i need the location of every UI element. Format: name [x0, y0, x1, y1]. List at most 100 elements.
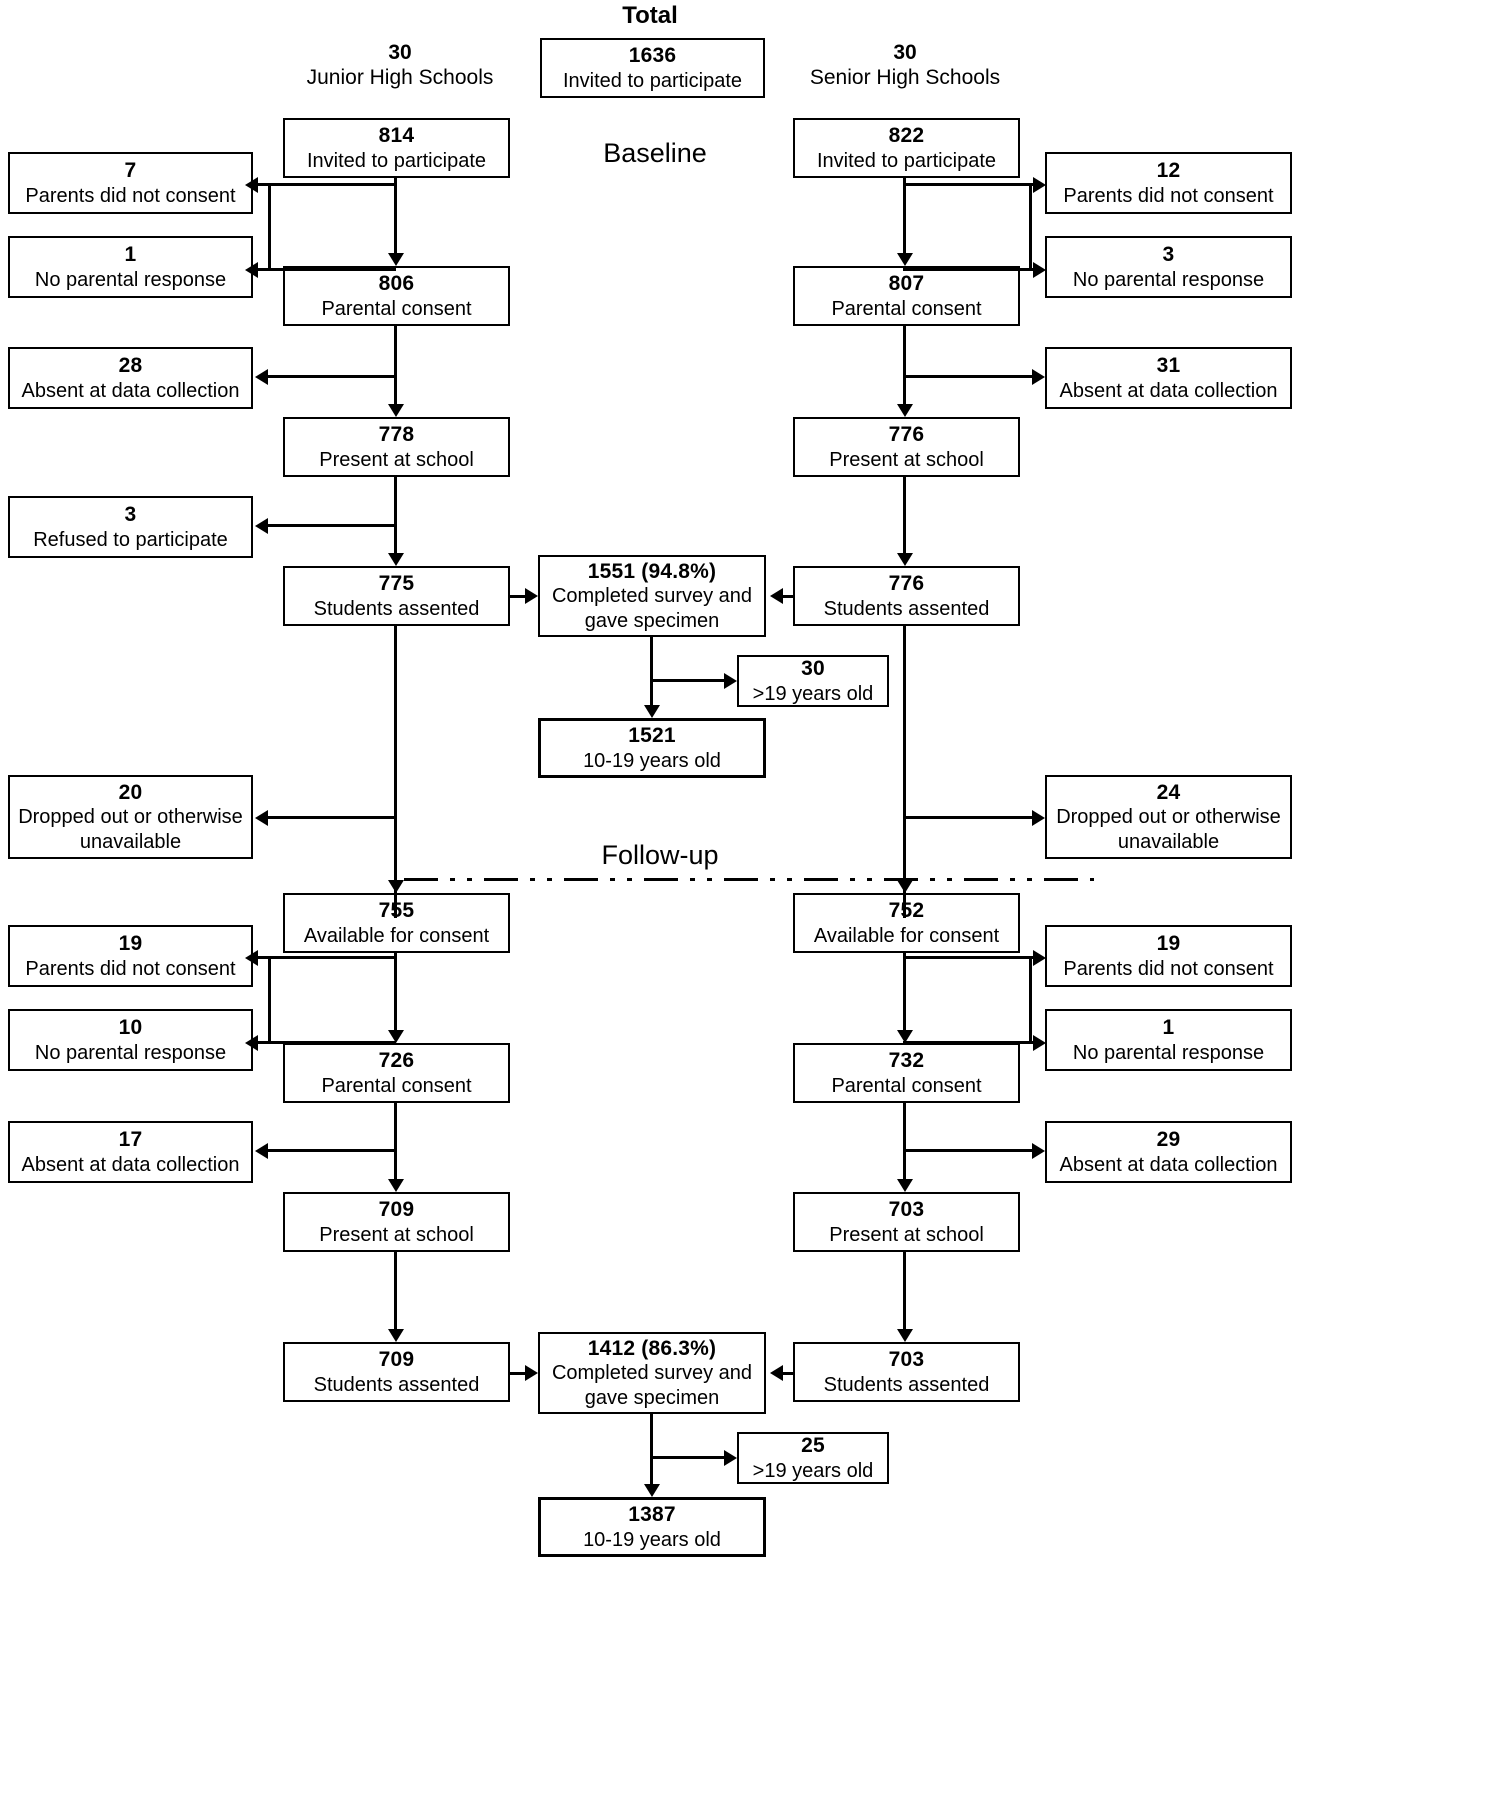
arrow — [255, 369, 268, 385]
arrow — [388, 1030, 404, 1043]
label: Present at school — [319, 1223, 474, 1246]
arrow — [770, 1365, 783, 1381]
label: Parental consent — [831, 297, 982, 320]
conn — [650, 679, 727, 682]
baseline-senior-consent-box: 807 Parental consent — [793, 266, 1020, 326]
label: Dropped out or otherwise unavailable — [1056, 806, 1281, 853]
baseline-junior-excl-absent-box: 28 Absent at data collection — [8, 347, 253, 409]
baseline-senior-excl-no-consent-box: 12 Parents did not consent — [1045, 152, 1292, 214]
label: Invited to participate — [307, 149, 486, 172]
arrow — [245, 950, 258, 966]
count: 12 — [1156, 159, 1181, 182]
label: No parental response — [34, 1041, 227, 1064]
baseline-over19-box: 30 >19 years old — [737, 655, 889, 707]
arrow — [897, 1329, 913, 1342]
conn — [903, 178, 906, 253]
followup-junior-excl-no-consent-box: 19 Parents did not consent — [8, 925, 253, 987]
label: Refused to participate — [33, 528, 228, 551]
conn — [394, 953, 397, 1030]
arrow — [388, 880, 404, 893]
arrow — [897, 553, 913, 566]
followup-junior-present-box: 709 Present at school — [283, 1192, 510, 1252]
followup-senior-consent-box: 732 Parental consent — [793, 1043, 1020, 1103]
arrow — [388, 404, 404, 417]
junior-school-count: 30 — [388, 41, 412, 64]
label: Parents did not consent — [1063, 184, 1274, 207]
label: Absent at data collection — [1059, 1153, 1278, 1176]
conn — [903, 953, 906, 1030]
dropout-senior-box: 24 Dropped out or otherwise unavailable — [1045, 775, 1292, 859]
count: 28 — [118, 354, 143, 377]
count: 703 — [888, 1198, 925, 1221]
arrow — [255, 518, 268, 534]
label: Completed survey and gave specimen — [551, 585, 753, 632]
arrow — [1032, 1143, 1045, 1159]
arrow — [1032, 369, 1045, 385]
count: 778 — [378, 423, 415, 446]
followup-junior-excl-absent-box: 17 Absent at data collection — [8, 1121, 253, 1183]
baseline-senior-excl-absent-box: 31 Absent at data collection — [1045, 347, 1292, 409]
conn — [510, 1372, 535, 1375]
conn — [394, 326, 397, 404]
arrow — [255, 810, 268, 826]
baseline-junior-consent-box: 806 Parental consent — [283, 266, 510, 326]
label: No parental response — [34, 268, 227, 291]
count: 822 — [888, 124, 925, 147]
arrow — [245, 1035, 258, 1051]
label: Present at school — [829, 448, 984, 471]
baseline-senior-excl-no-response-box: 3 No parental response — [1045, 236, 1292, 298]
total-invited-box: 1636 Invited to participate — [540, 38, 765, 98]
senior-school-title: Senior High Schools — [809, 66, 1001, 90]
conn — [268, 268, 396, 271]
count: 1412 (86.3%) — [587, 1336, 717, 1360]
count: 776 — [888, 572, 925, 595]
count: 17 — [118, 1128, 143, 1151]
conn — [268, 183, 396, 186]
label: Parents did not consent — [25, 957, 236, 980]
baseline-junior-invited-box: 814 Invited to participate — [283, 118, 510, 178]
conn — [903, 326, 906, 404]
arrow — [1033, 1035, 1046, 1051]
arrow — [525, 1365, 538, 1381]
conn — [268, 956, 396, 959]
baseline-senior-present-box: 776 Present at school — [793, 417, 1020, 477]
conn — [903, 268, 1031, 271]
arrow — [644, 705, 660, 718]
label: Available for consent — [303, 924, 490, 947]
count: 1 — [1162, 1016, 1175, 1039]
conn — [268, 1041, 396, 1044]
count: 19 — [118, 932, 143, 955]
followup-senior-excl-no-consent-box: 19 Parents did not consent — [1045, 925, 1292, 987]
conn — [903, 1252, 906, 1329]
count: 7 — [124, 159, 137, 182]
followup-junior-excl-no-response-box: 10 No parental response — [8, 1009, 253, 1071]
conn — [394, 178, 397, 253]
conn — [903, 1149, 1034, 1152]
arrow — [245, 262, 258, 278]
followup-completed-box: 1412 (86.3%) Completed survey and gave s… — [538, 1332, 766, 1414]
arrow — [1033, 950, 1046, 966]
count: 776 — [888, 423, 925, 446]
count: 709 — [378, 1198, 415, 1221]
count: 703 — [888, 1348, 925, 1371]
conn — [1029, 183, 1032, 271]
baseline-senior-invited-box: 822 Invited to participate — [793, 118, 1020, 178]
label: >19 years old — [752, 1459, 874, 1482]
count: 814 — [378, 124, 415, 147]
label: Absent at data collection — [1059, 379, 1278, 402]
conn — [903, 956, 1031, 959]
label: Present at school — [319, 448, 474, 471]
followup-over19-box: 25 >19 years old — [737, 1432, 889, 1484]
conn — [782, 595, 793, 598]
conn — [650, 1414, 653, 1484]
conn — [903, 375, 1034, 378]
conn — [256, 1041, 270, 1044]
conn — [510, 595, 535, 598]
conn — [903, 1041, 1031, 1044]
conn — [256, 268, 270, 271]
followup-senior-assented-box: 703 Students assented — [793, 1342, 1020, 1402]
conn — [256, 956, 270, 959]
conn — [268, 375, 396, 378]
arrow — [388, 253, 404, 266]
label: Parents did not consent — [25, 184, 236, 207]
